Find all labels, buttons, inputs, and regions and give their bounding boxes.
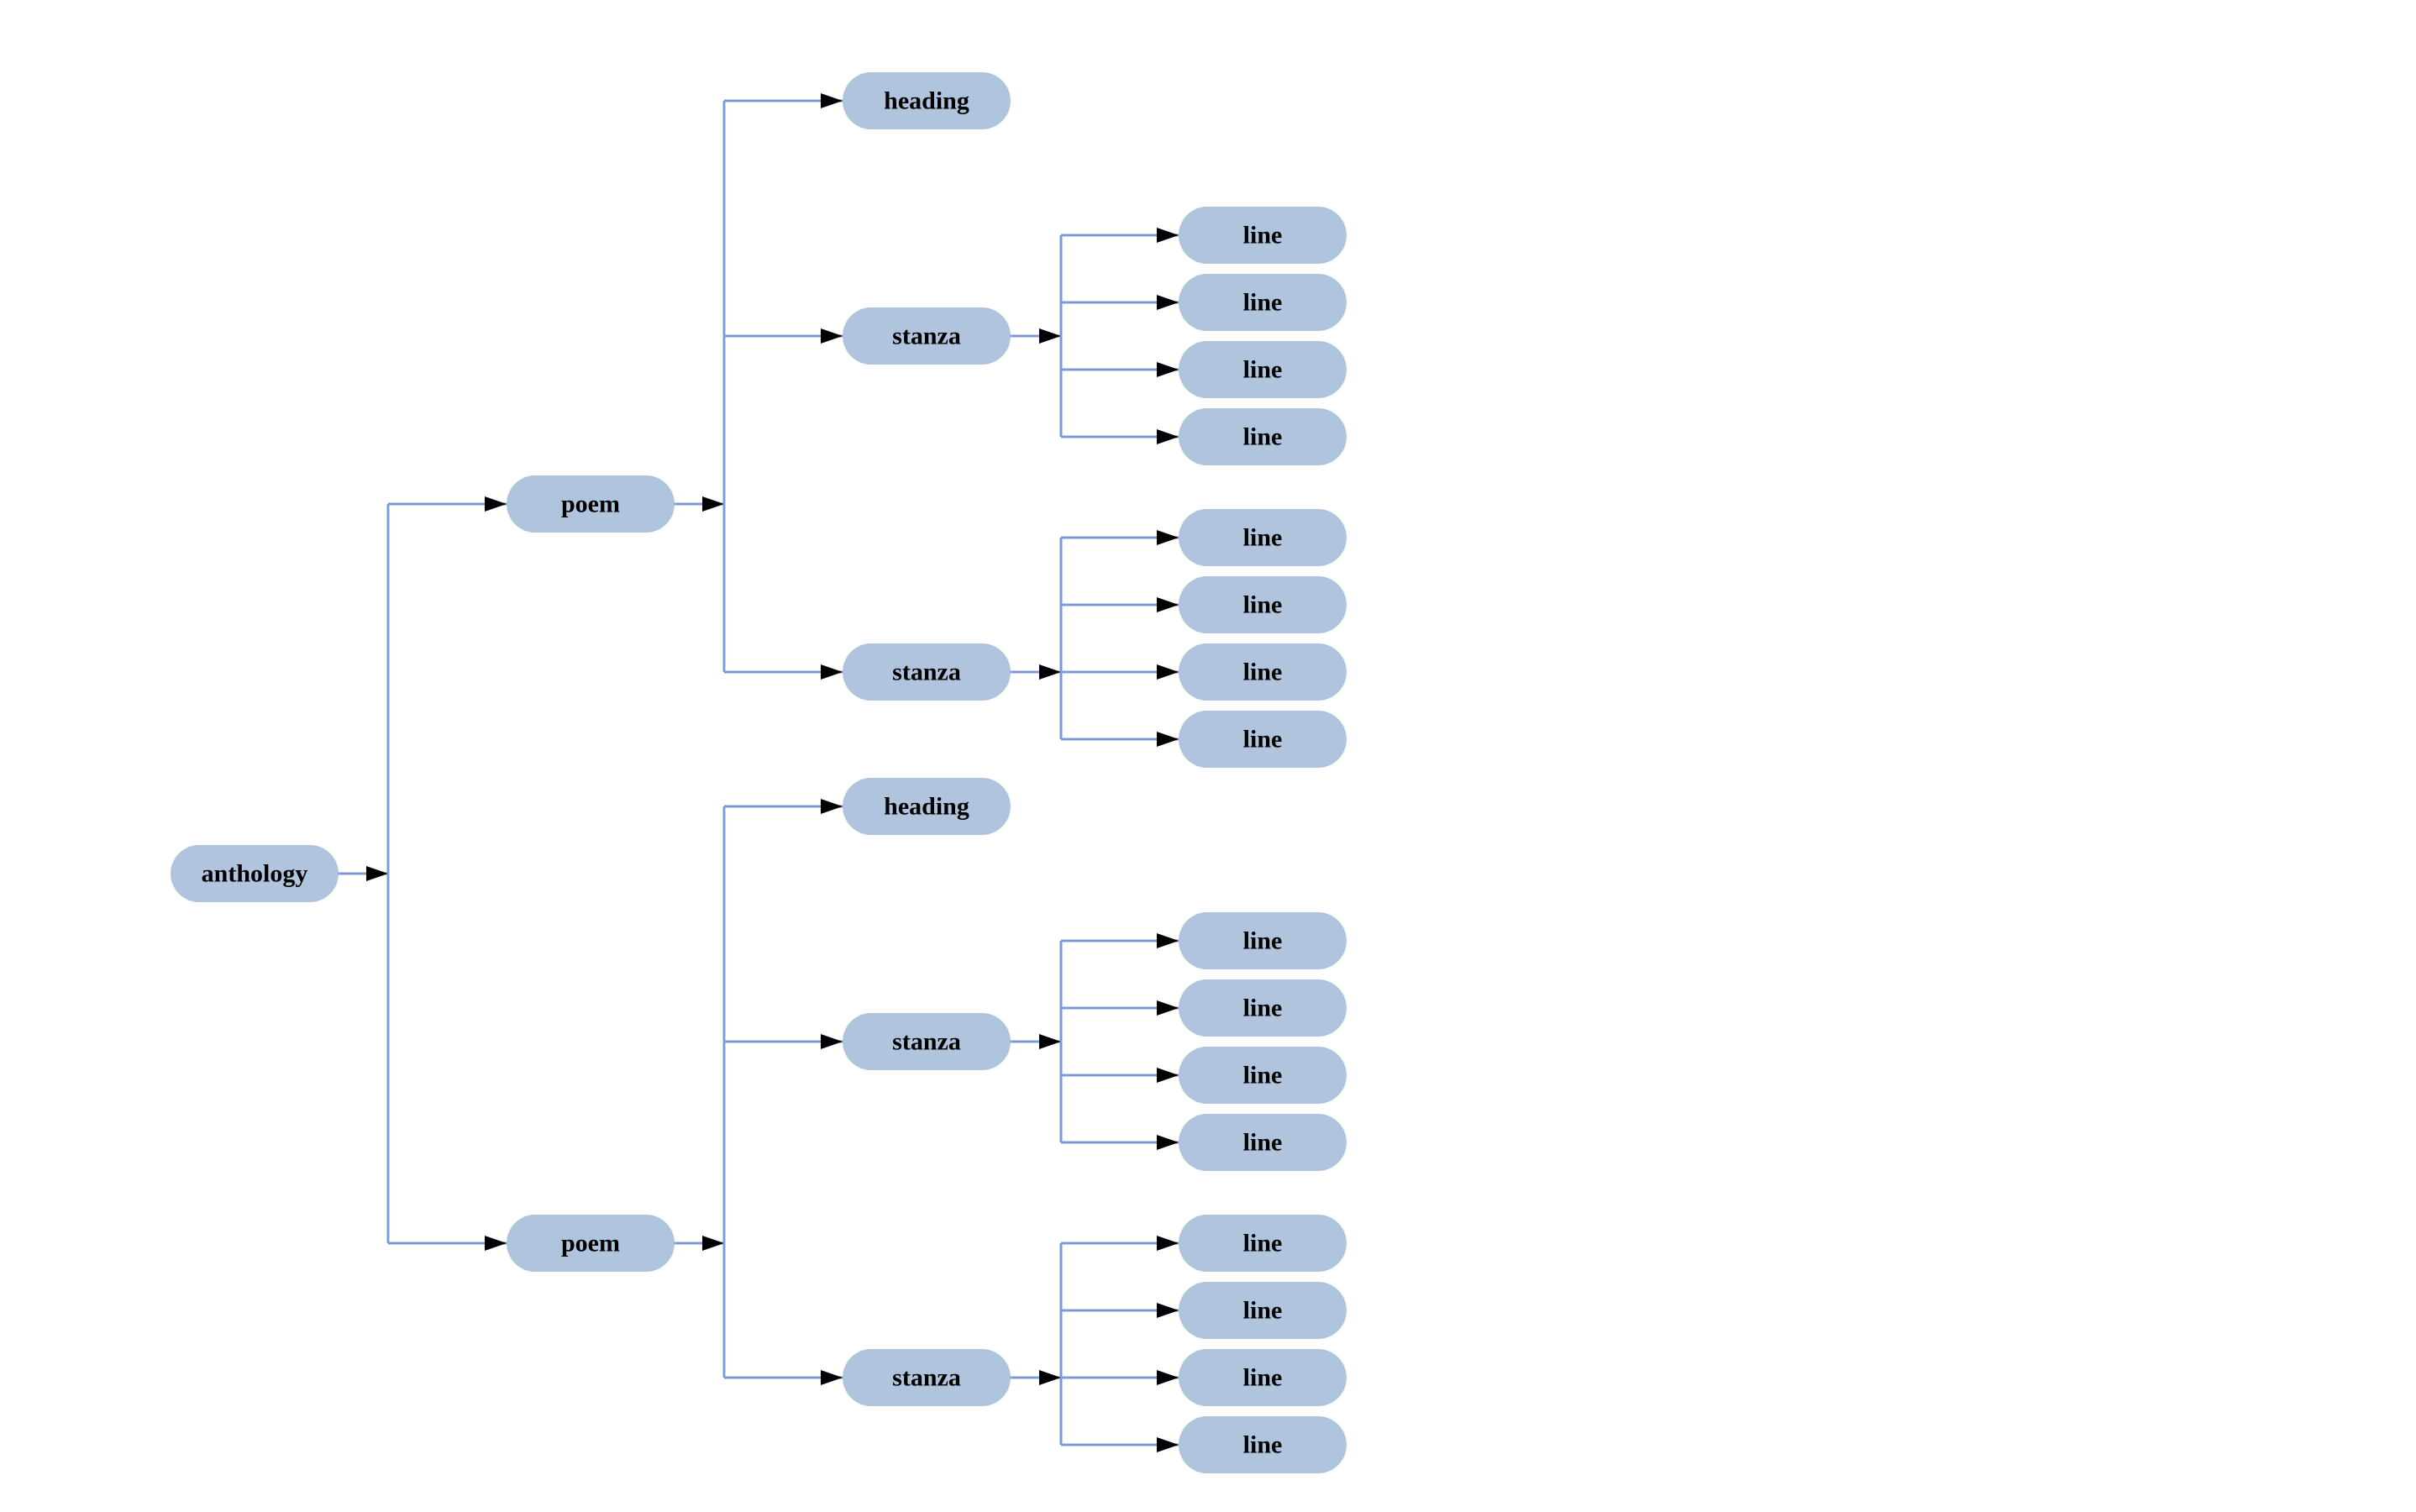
node-line-label: line	[1243, 1431, 1283, 1459]
node-poem-2-pill	[507, 1215, 675, 1272]
node-line: line	[1179, 576, 1347, 633]
node-stanza-1-label: stanza	[892, 323, 961, 350]
node-line-label: line	[1243, 659, 1283, 686]
node-line-pill	[1179, 1282, 1347, 1339]
node-poem-1-label: poem	[561, 491, 620, 518]
node-line-label: line	[1243, 1297, 1283, 1325]
node-stanza-1-pill	[843, 307, 1011, 365]
node-line: line	[1179, 711, 1347, 768]
node-poem-1-pill	[507, 475, 675, 533]
node-line-label: line	[1243, 591, 1283, 619]
node-stanza-4-label: stanza	[892, 1364, 961, 1392]
node-line-label: line	[1243, 423, 1283, 451]
node-line-pill	[1179, 341, 1347, 398]
node-line: line	[1179, 1114, 1347, 1171]
node-anthology-pill	[171, 845, 339, 902]
node-stanza-3: stanza	[843, 1013, 1011, 1070]
node-line-pill	[1179, 509, 1347, 566]
node-line: line	[1179, 1349, 1347, 1406]
node-line: line	[1179, 912, 1347, 969]
node-line-label: line	[1243, 1062, 1283, 1089]
node-line: line	[1179, 1047, 1347, 1104]
node-heading-2: heading	[843, 778, 1011, 835]
node-heading-1: heading	[843, 72, 1011, 129]
node-line-pill	[1179, 1416, 1347, 1473]
node-line: line	[1179, 341, 1347, 398]
node-poem-1: poem	[507, 475, 675, 533]
node-line-label: line	[1243, 289, 1283, 317]
node-line-pill	[1179, 1215, 1347, 1272]
node-heading-1-label: heading	[884, 87, 969, 115]
node-heading-2-label: heading	[884, 793, 969, 821]
node-line-label: line	[1243, 1230, 1283, 1257]
node-poem-2: poem	[507, 1215, 675, 1272]
node-line-pill	[1179, 576, 1347, 633]
node-line: line	[1179, 509, 1347, 566]
node-stanza-4: stanza	[843, 1349, 1011, 1406]
node-stanza-3-label: stanza	[892, 1028, 961, 1056]
node-line-pill	[1179, 643, 1347, 701]
node-poem-2-label: poem	[561, 1230, 620, 1257]
node-line-pill	[1179, 1047, 1347, 1104]
node-line-pill	[1179, 408, 1347, 465]
node-line-pill	[1179, 711, 1347, 768]
node-line: line	[1179, 1282, 1347, 1339]
node-line: line	[1179, 207, 1347, 264]
node-line: line	[1179, 274, 1347, 331]
node-line: line	[1179, 979, 1347, 1037]
node-heading-2-pill	[843, 778, 1011, 835]
node-line-pill	[1179, 912, 1347, 969]
node-line: line	[1179, 1416, 1347, 1473]
node-line-label: line	[1243, 1364, 1283, 1392]
node-stanza-1: stanza	[843, 307, 1011, 365]
node-stanza-2-label: stanza	[892, 659, 961, 686]
node-line-pill	[1179, 979, 1347, 1037]
node-line-label: line	[1243, 726, 1283, 753]
node-line-pill	[1179, 207, 1347, 264]
node-line-label: line	[1243, 356, 1283, 384]
node-line-label: line	[1243, 1129, 1283, 1157]
node-line: line	[1179, 1215, 1347, 1272]
node-stanza-2: stanza	[843, 643, 1011, 701]
node-line-pill	[1179, 274, 1347, 331]
node-line-label: line	[1243, 995, 1283, 1022]
node-line-pill	[1179, 1114, 1347, 1171]
node-line-pill	[1179, 1349, 1347, 1406]
node-line: line	[1179, 408, 1347, 465]
node-anthology: anthology	[171, 845, 339, 902]
node-anthology-label: anthology	[202, 860, 308, 888]
node-heading-1-pill	[843, 72, 1011, 129]
node-stanza-3-pill	[843, 1013, 1011, 1070]
node-line: line	[1179, 643, 1347, 701]
node-stanza-2-pill	[843, 643, 1011, 701]
node-stanza-4-pill	[843, 1349, 1011, 1406]
node-line-label: line	[1243, 927, 1283, 955]
node-line-label: line	[1243, 222, 1283, 249]
node-line-label: line	[1243, 524, 1283, 552]
